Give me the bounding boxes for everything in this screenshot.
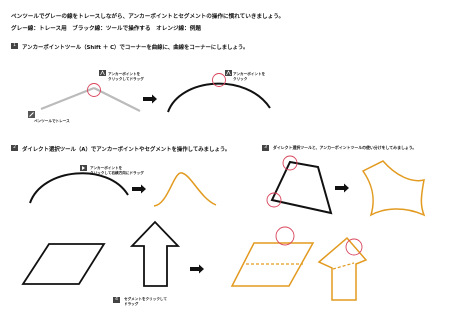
section-4-badge: 4 (113, 297, 120, 303)
arrow-right-icon (190, 264, 204, 274)
section-3-marker-top (282, 155, 298, 171)
section-4-example-arrow (317, 236, 368, 301)
section-3-badge: 3 (262, 145, 269, 151)
section-2-badge: 2 (11, 145, 18, 151)
section-1-note-click: アンカーポイントを クリック (233, 72, 266, 81)
section-1-badge: 1 (11, 43, 18, 49)
section-2-example-curve (153, 172, 217, 207)
section-2-arc (29, 172, 129, 204)
section-2-title: ダイレクト選択ツール（A）でアンカーポイントやセグメントを操作してみましょう。 (22, 147, 231, 153)
section-3-shape (270, 160, 333, 215)
section-4-parallelogram (21, 243, 106, 285)
section-4-note-segment: セグメントをクリックして ドラッグ (124, 297, 168, 306)
section-2-note-drag: アンカーポイントを クリックして右横方向にドラッグ (90, 166, 144, 175)
section-4-example-parallelogram (230, 242, 315, 287)
section-1-trace-lines (40, 86, 141, 112)
section-4-up-arrow (129, 220, 181, 287)
section-3-example-shape (361, 160, 426, 217)
anchor-point-tool-icon (225, 70, 232, 76)
section-1-note-trace: ペンツールでトレース (34, 119, 70, 123)
section-1-note-drag: アンカーポイントを クリックしてドラッグ (108, 72, 144, 81)
arrow-right-icon (143, 94, 157, 104)
pen-tool-icon (28, 111, 35, 118)
section-1-anchor-marker (87, 83, 101, 97)
arrow-right-icon (132, 184, 146, 194)
direct-select-tool-icon (80, 165, 87, 171)
section-1-curve-marker (212, 73, 226, 87)
intro-line-2: グレー線：トレース用 ブラック線：ツールで操作する オレンジ線：例題 (11, 26, 201, 32)
section-4-example-arrow-dashed (332, 262, 355, 270)
section-3-title: ダイレクト選択ツールと、アンカーポイントツールの使い分けをしてみましょう。 (273, 145, 417, 150)
anchor-point-tool-icon (99, 70, 106, 76)
arrow-right-icon (335, 183, 349, 193)
section-4-marker-arrow (345, 238, 363, 256)
section-1-curve (167, 82, 271, 113)
section-1-title: アンカーポイントツール（Shift ＋ C）でコーナーを曲線に、曲線をコーナーに… (22, 45, 249, 51)
section-4-marker-segment (275, 226, 295, 246)
section-3-marker-bottom (266, 192, 282, 208)
intro-line-1: ペンツールでグレーの線をトレースしながら、アンカーポイントとセグメントの操作に慣… (11, 14, 285, 20)
